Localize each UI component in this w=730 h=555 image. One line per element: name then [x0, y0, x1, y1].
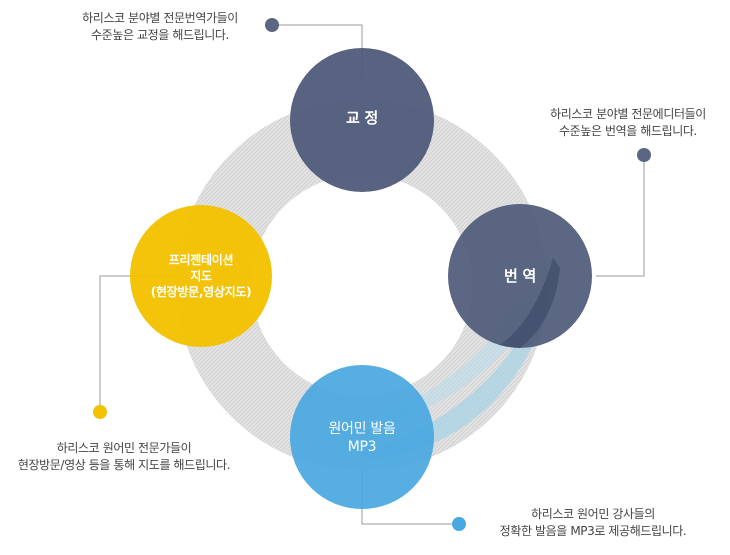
desc-correction: 하리스코 분야별 전문번역가들이 수준높은 교정을 해드립니다. [60, 10, 260, 44]
node-presentation [130, 205, 272, 347]
label-presentation: 프리젠테이션 지도 (현장방문,영상지도) [136, 252, 266, 300]
dot-presentation [93, 405, 107, 419]
label-correction: 교 정 [302, 108, 422, 128]
label-presentation-line-1: 프리젠테이션 [168, 253, 234, 267]
desc-pronunciation: 하리스코 원어민 강사들의 정확한 발음을 MP3로 제공해드립니다. [478, 506, 708, 540]
label-pronunciation-line-2: MP3 [347, 439, 377, 455]
desc-pronunciation-line-1: 하리스코 원어민 강사들의 [531, 507, 655, 521]
label-presentation-line-2: 지도 [190, 269, 212, 283]
dot-pronunciation [452, 517, 466, 531]
label-pronunciation-line-1: 원어민 발음 [328, 421, 396, 437]
node-correction [290, 48, 434, 192]
desc-presentation-line-2: 현장방문/영상 등을 통해 지도를 해드립니다. [17, 458, 231, 472]
desc-correction-line-1: 하리스코 분야별 전문번역가들이 [82, 11, 238, 25]
desc-translation-line-2: 수준높은 번역을 해드립니다. [559, 124, 697, 138]
connector-translation [596, 155, 645, 277]
node-translation [448, 204, 592, 348]
desc-presentation-line-1: 하리스코 원어민 전문가들이 [56, 441, 192, 455]
desc-correction-line-2: 수준높은 교정을 해드립니다. [91, 28, 229, 42]
desc-translation-line-1: 하리스코 분야별 전문에디터들이 [550, 107, 706, 121]
desc-translation: 하리스코 분야별 전문에디터들이 수준높은 번역을 해드립니다. [528, 106, 728, 140]
node-pronunciation [290, 365, 434, 509]
translation-overlap [500, 258, 560, 348]
ring-accent-swoosh [360, 258, 560, 460]
dot-translation [637, 148, 651, 162]
desc-presentation: 하리스코 원어민 전문가들이 현장방문/영상 등을 통해 지도를 해드립니다. [0, 440, 248, 474]
desc-pronunciation-line-2: 정확한 발음을 MP3로 제공해드립니다. [499, 524, 687, 538]
dot-correction [265, 18, 279, 32]
label-translation-line-1: 번 역 [504, 267, 536, 285]
label-presentation-line-3: (현장방문,영상지도) [150, 285, 252, 299]
label-correction-line-1: 교 정 [346, 109, 378, 127]
label-pronunciation: 원어민 발음 MP3 [297, 420, 427, 456]
label-translation: 번 역 [460, 266, 580, 286]
